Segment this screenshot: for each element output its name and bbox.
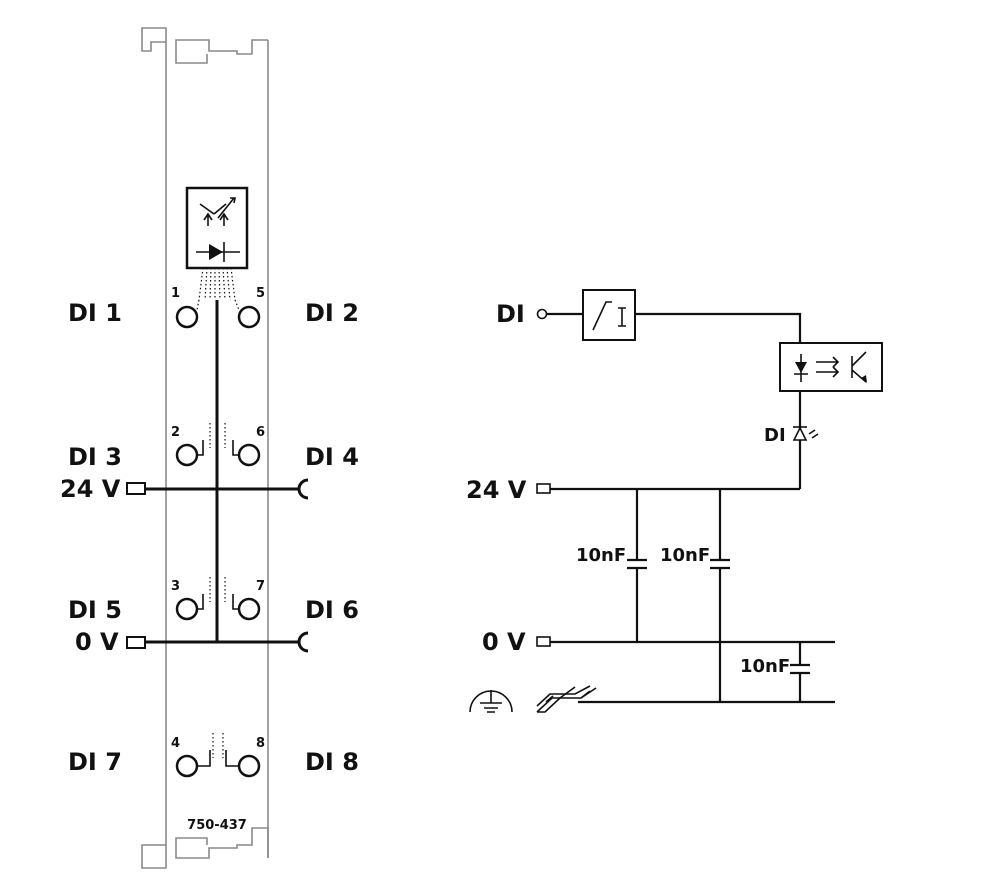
- label-di5: DI 5: [68, 596, 122, 624]
- led-icon: [792, 426, 819, 441]
- terminal-6: [237, 443, 261, 467]
- capacitor-2: [710, 558, 730, 570]
- schematic-24v-terminal: [536, 483, 551, 494]
- schematic-di-led-label: DI: [764, 425, 786, 446]
- terminal-2: [175, 443, 199, 467]
- terminal-1: [175, 305, 199, 329]
- terminal-8: [237, 754, 261, 778]
- terminal-7: [237, 597, 261, 621]
- optocoupler-box: [779, 342, 883, 392]
- filter-icon: [582, 289, 636, 341]
- schematic-24v-label: 24 V: [466, 476, 527, 504]
- part-number: 750-437: [187, 818, 247, 833]
- terminal-5: [237, 305, 261, 329]
- optocoupler-icon: [199, 197, 236, 226]
- terminal-number: 5: [256, 286, 265, 301]
- label-24v: 24 V: [60, 475, 121, 503]
- label-di3: DI 3: [68, 443, 122, 471]
- terminal-4: [175, 754, 199, 778]
- v24-terminal-right: [297, 478, 309, 500]
- terminal-number: 2: [171, 425, 180, 440]
- cap2-label: 10nF: [660, 545, 710, 566]
- terminal-number: 6: [256, 425, 265, 440]
- schematic-0v-terminal: [536, 636, 551, 647]
- internal-schematic: DI DI 24 V: [466, 289, 883, 713]
- terminal-number: 7: [256, 579, 265, 594]
- terminal-3: [175, 597, 199, 621]
- label-di8: DI 8: [305, 748, 359, 776]
- status-block: [185, 186, 249, 270]
- module-outline: [141, 27, 269, 858]
- label-0v: 0 V: [75, 628, 119, 656]
- schematic-0v-label: 0 V: [482, 628, 526, 656]
- capacitor-3: [790, 663, 810, 675]
- module-front-view: 1 5 2 6 3 7 4 8 750-437: [126, 27, 309, 869]
- v24-terminal-left: [126, 482, 146, 495]
- led-connection-fan: [198, 267, 236, 301]
- cap1-label: 10nF: [576, 545, 626, 566]
- terminal-number: 3: [171, 579, 180, 594]
- v0-terminal-left: [126, 636, 146, 649]
- label-di4: DI 4: [305, 443, 359, 471]
- di-input-terminal: [536, 308, 548, 320]
- terminal-number: 8: [256, 736, 265, 751]
- capacitor-1: [627, 558, 647, 570]
- cap3-label: 10nF: [740, 656, 790, 677]
- channel-labels: DI 1 DI 2 DI 3 DI 4 24 V DI 5 DI 6 0 V D…: [60, 299, 359, 776]
- module-bottom-latch: [141, 827, 269, 869]
- din-rail-icon: [536, 685, 597, 713]
- ground-icon: [469, 690, 513, 713]
- terminal-number: 1: [171, 286, 180, 301]
- label-di7: DI 7: [68, 748, 122, 776]
- label-di1: DI 1: [68, 299, 122, 327]
- label-di6: DI 6: [305, 596, 359, 624]
- v0-terminal-right: [297, 631, 309, 653]
- diode-icon: [196, 242, 240, 262]
- terminal-number: 4: [171, 736, 180, 751]
- label-di2: DI 2: [305, 299, 359, 327]
- schematic-di-input-label: DI: [496, 300, 525, 328]
